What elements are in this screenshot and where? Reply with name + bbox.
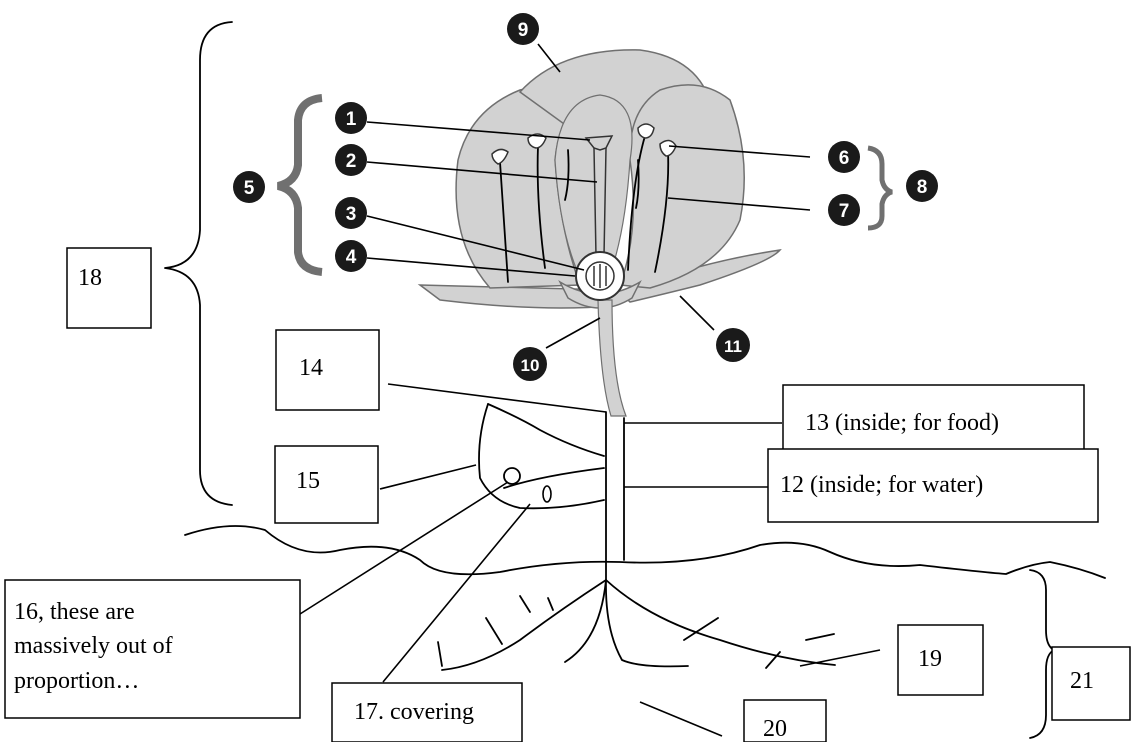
anther-4 (659, 139, 677, 157)
label-box-19: 19 (897, 624, 984, 696)
leader-1 (366, 121, 591, 141)
filament-4 (654, 151, 670, 273)
label-12-text: 12 (inside; for water) (780, 472, 983, 498)
badge-5-number: 5 (244, 178, 255, 199)
label-box-18: 18 (66, 247, 152, 329)
flower-illustration (417, 49, 782, 417)
label-box-20: 20 (743, 699, 827, 742)
label-15-text: 15 (296, 468, 320, 494)
label-19-text: 19 (918, 646, 942, 672)
label-16-line-3: proportion… (14, 668, 139, 694)
leader-3 (366, 215, 585, 271)
style (593, 147, 607, 257)
leader-20 (639, 701, 723, 737)
badge-7-number: 7 (839, 201, 850, 222)
leader-4 (366, 257, 576, 277)
anther-2 (527, 133, 547, 149)
label-16-line-2: massively out of (14, 633, 173, 659)
label-box-15: 15 (274, 445, 379, 524)
anther-1 (491, 148, 509, 165)
bracket-pistil (276, 94, 323, 276)
petal-center (554, 94, 633, 289)
label-17-text: 17. covering (354, 699, 474, 725)
label-box-12: 12 (inside; for water) (767, 448, 1099, 523)
flower-stem (597, 299, 627, 417)
label-20-text: 20 (763, 716, 787, 742)
bracket-root-system (1029, 569, 1055, 739)
badge-2: 2 (335, 144, 367, 176)
label-13-text: 13 (inside; for food) (805, 410, 999, 436)
petal-line-2 (635, 159, 640, 209)
badge-10: 10 (513, 347, 547, 381)
badge-6-number: 6 (839, 148, 850, 169)
filament-2 (536, 145, 546, 269)
label-box-17: 17. covering (331, 682, 523, 742)
badge-2-number: 2 (346, 151, 357, 172)
leader-19 (799, 649, 881, 667)
badge-11-number: 11 (724, 337, 742, 356)
ovule-detail (593, 264, 607, 288)
bracket-shoot-system (164, 21, 233, 506)
badge-11: 11 (716, 328, 750, 362)
label-18-text: 18 (78, 265, 102, 291)
leader-10 (545, 317, 601, 349)
label-box-14: 14 (275, 329, 380, 411)
leader-7 (667, 197, 811, 211)
endosperm-oval (542, 485, 552, 503)
seed-drawing (478, 403, 605, 510)
leader-15 (379, 464, 477, 490)
label-box-21: 21 (1051, 646, 1131, 721)
badge-4-number: 4 (346, 247, 357, 268)
badge-10-number: 10 (521, 356, 540, 375)
badge-8-number: 8 (917, 177, 928, 198)
label-box-16: 16, these are massively out of proportio… (4, 579, 301, 719)
label-21-text: 21 (1070, 668, 1094, 694)
badge-3-number: 3 (346, 204, 357, 225)
badge-1: 1 (335, 102, 367, 134)
leader-14 (387, 383, 607, 413)
leader-11 (679, 295, 715, 331)
root-system-drawing (437, 579, 836, 671)
leader-16 (299, 481, 509, 615)
leader-17 (382, 503, 531, 683)
leader-9 (537, 43, 561, 73)
badge-3: 3 (335, 197, 367, 229)
petal-line-1 (564, 149, 570, 201)
badge-9-number: 9 (518, 20, 529, 41)
badge-6: 6 (828, 141, 860, 173)
badge-7: 7 (828, 194, 860, 226)
badge-1-number: 1 (346, 109, 357, 130)
filament-3 (627, 135, 646, 271)
stigma (584, 135, 614, 151)
badge-9: 9 (507, 13, 539, 45)
badge-4: 4 (335, 240, 367, 272)
label-14-text: 14 (299, 355, 323, 381)
badge-8: 8 (906, 170, 938, 202)
embryo-circle (503, 467, 521, 485)
anther-3 (637, 123, 655, 139)
ground-line (184, 525, 1106, 579)
label-16-line-1: 16, these are (14, 599, 135, 625)
bracket-stamen (867, 145, 893, 231)
leader-6 (668, 145, 811, 158)
label-box-13: 13 (inside; for food) (782, 384, 1085, 456)
badge-5: 5 (233, 171, 265, 203)
leader-2 (366, 161, 598, 183)
